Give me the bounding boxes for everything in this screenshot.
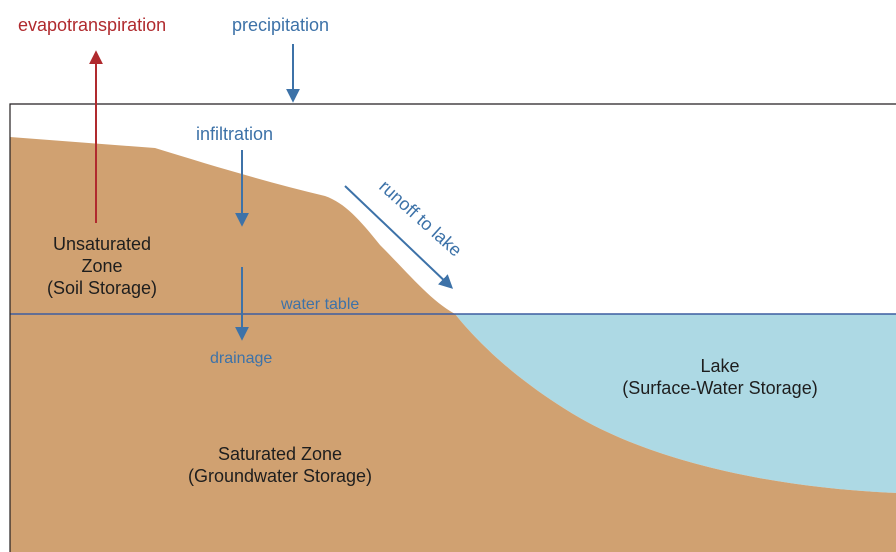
evapotranspiration-label: evapotranspiration — [18, 15, 167, 35]
water-table-label: water table — [281, 296, 360, 313]
unsaturated-zone-line1: Unsaturated — [52, 234, 152, 254]
unsaturated-zone-label: Unsaturated Zone (Soil Storage) — [22, 233, 182, 299]
drainage-label: drainage — [210, 350, 273, 367]
saturated-zone-line2: (Groundwater Storage) — [187, 466, 373, 486]
lake-line2: (Surface-Water Storage) — [622, 378, 818, 398]
lake-water — [455, 314, 896, 493]
unsaturated-zone-line2: Zone — [81, 256, 123, 276]
precipitation-label: precipitation — [232, 15, 330, 35]
runoff-arrow — [344, 185, 454, 289]
lake-label: Lake (Surface-Water Storage) — [595, 355, 845, 399]
diagram-border — [9, 103, 896, 552]
lake-line1: Lake — [700, 356, 740, 376]
saturated-zone-label: Saturated Zone (Groundwater Storage) — [160, 443, 400, 487]
unsaturated-zone-line3: (Soil Storage) — [46, 278, 158, 298]
saturated-zone-line1: Saturated Zone — [217, 444, 343, 464]
land-soil — [10, 137, 896, 552]
runoff-label: runoff to lake — [375, 176, 465, 260]
infiltration-label: infiltration — [196, 124, 274, 144]
